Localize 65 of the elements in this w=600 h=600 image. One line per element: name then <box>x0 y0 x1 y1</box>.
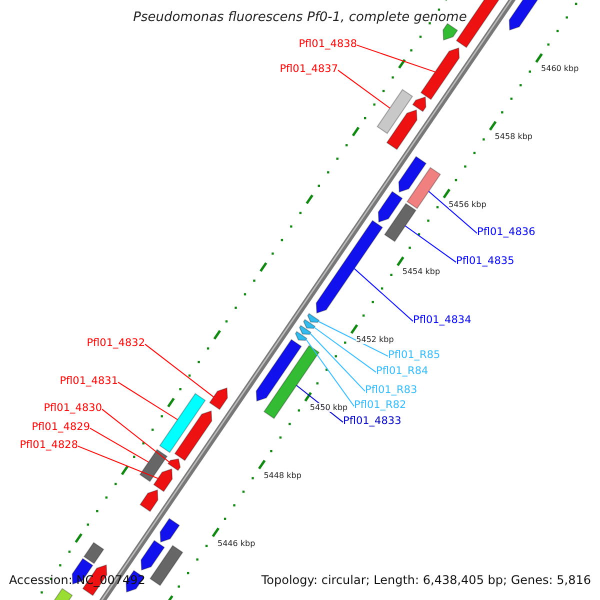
gene-block <box>420 47 460 100</box>
gene-block <box>386 109 418 150</box>
gene-label: Pfl01_4829 <box>32 421 90 433</box>
gene-block <box>298 324 312 335</box>
gene-block <box>209 387 228 410</box>
leader-line <box>310 332 366 392</box>
leader-line <box>118 382 178 420</box>
gene-block <box>256 338 302 402</box>
gene-block <box>174 410 212 462</box>
gene-label: Pfl01_4828 <box>20 439 78 451</box>
gene-label: Pfl01_R84 <box>376 365 428 377</box>
gene-block <box>294 330 308 341</box>
gene-block <box>442 22 458 41</box>
gene-block <box>140 489 158 512</box>
gene-block <box>398 156 427 193</box>
leader-line <box>404 225 456 263</box>
gene-block <box>153 468 173 492</box>
leader-line <box>354 268 414 322</box>
leader-line <box>306 338 354 407</box>
leader-line <box>356 44 436 72</box>
gene-block <box>378 190 403 223</box>
gene-block <box>307 312 320 323</box>
leader-line <box>144 344 214 398</box>
gene-block <box>316 220 384 314</box>
gene-bar <box>406 166 441 210</box>
gene-label: Pfl01_4833 <box>343 415 402 427</box>
gene-bar <box>159 392 206 454</box>
leader-line <box>90 428 150 463</box>
scale-label: 5460 kbp <box>541 64 579 73</box>
gene-block <box>303 318 316 329</box>
gene-label: Pfl01_4830 <box>44 402 102 414</box>
gene-label: Pfl01_4832 <box>86 337 145 349</box>
scale-label: 5448 kbp <box>264 470 302 480</box>
leader-line <box>338 70 390 109</box>
gene-label: Pfl01_4836 <box>477 226 536 238</box>
gene-bar <box>150 544 184 586</box>
gene-bar <box>139 448 168 482</box>
gene-label: Pfl01_4831 <box>60 375 118 387</box>
scale-label: 5450 kbp <box>310 403 348 412</box>
leader-line <box>428 190 478 234</box>
gene-label: Pfl01_R83 <box>365 384 418 396</box>
scale-label: 5458 kbp <box>494 132 532 141</box>
scale-label: 5454 kbp <box>402 267 440 276</box>
gene-label: Pfl01_R85 <box>388 349 440 361</box>
genome-stats-text: Topology: circular; Length: 6,438,405 bp; Genes: 5,816 <box>261 573 591 587</box>
title: Pseudomonas fluorescens Pf0-1, complete genome <box>132 9 468 27</box>
gene-block <box>140 540 165 571</box>
scale-label: 5452 kbp <box>356 335 394 344</box>
scale-label: 5456 kbp <box>448 200 486 209</box>
leader-line <box>318 320 388 357</box>
gene-label: Pfl01_4834 <box>413 314 472 326</box>
gene-bar <box>376 88 414 134</box>
gene-bar <box>83 542 104 564</box>
leader-line <box>78 446 159 479</box>
accession-text: Accession: NC_007492 <box>9 573 146 587</box>
leader-line <box>314 326 376 373</box>
gene-block <box>167 458 181 472</box>
gene-label: Pfl01_R82 <box>354 399 406 411</box>
gene-label: Pfl01_4837 <box>280 63 338 75</box>
scale-label: 5446 kbp <box>217 538 256 548</box>
gene-label: Pfl01_4835 <box>456 255 514 267</box>
gene-block <box>160 518 180 543</box>
gene-bar <box>384 202 416 242</box>
leader-line <box>102 408 170 463</box>
gene-label: Pfl01_4838 <box>298 38 357 50</box>
